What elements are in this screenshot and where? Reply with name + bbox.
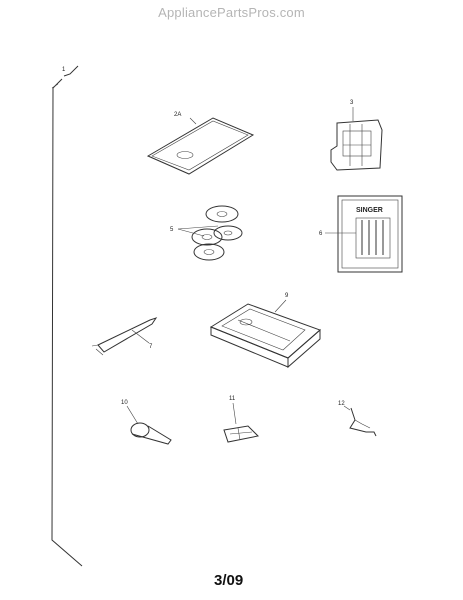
part-12-zipper-foot (343, 405, 377, 437)
part-11-presser-foot (223, 402, 260, 443)
callout-1: 1 (62, 67, 66, 73)
callout-10: 10 (121, 400, 128, 406)
part-2a-card (146, 117, 255, 175)
callout-12: 12 (338, 401, 345, 407)
callout-9: 9 (285, 293, 289, 299)
callout-2a: 2A (174, 112, 181, 118)
page-number: 3/09 (214, 572, 244, 589)
callout-3: 3 (350, 100, 354, 106)
part-3-needle-plate (330, 107, 383, 171)
accessory-group-bracket (51, 65, 83, 567)
callout-11: 11 (229, 396, 236, 402)
watermark: AppliancePartsPros.com (158, 5, 305, 20)
part-6-needle-pack: SINGER (325, 195, 403, 273)
part-7-seam-ripper (91, 317, 158, 356)
callout-5: 5 (170, 227, 174, 233)
callout-7: 7 (149, 344, 153, 350)
callout-6: 6 (319, 231, 323, 237)
part-9-accessory-tray (209, 299, 321, 369)
part-10-presser-foot (126, 405, 172, 445)
needle-pack-brand: SINGER (356, 207, 383, 214)
part-5-bobbins (177, 205, 243, 261)
